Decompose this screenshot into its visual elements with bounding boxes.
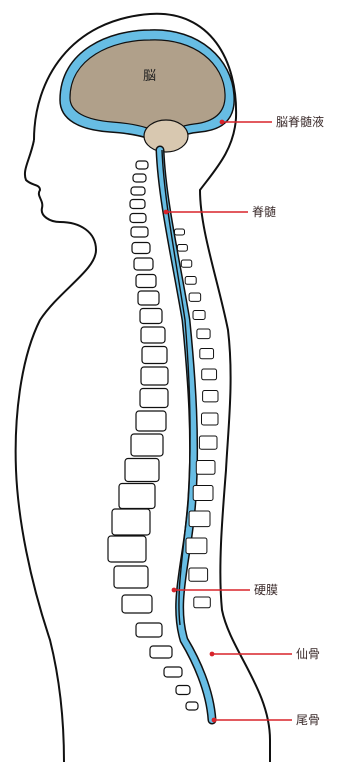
vertebra: [150, 646, 172, 658]
spinous-process: [200, 349, 214, 359]
vertebra: [130, 214, 146, 223]
dura-label: 硬膜: [254, 583, 278, 597]
vertebra: [114, 566, 148, 588]
vertebra: [141, 367, 168, 385]
vertebra: [140, 309, 162, 324]
vertebra: [133, 174, 146, 182]
brainstem: [144, 120, 188, 152]
vertebra: [125, 459, 159, 482]
spinous-process: [181, 260, 191, 267]
spinous-process: [203, 391, 218, 402]
vertebrae: [108, 161, 218, 710]
vertebra: [132, 243, 150, 254]
spinous-process: [199, 436, 217, 449]
vertebra: [136, 275, 156, 288]
vertebra: [136, 161, 148, 169]
vertebra: [136, 411, 166, 431]
spinous-process: [197, 329, 210, 339]
spinous-process: [202, 413, 219, 425]
vertebra: [136, 623, 162, 637]
brain-label: 脳: [143, 70, 156, 84]
sacrum-label: 仙骨: [296, 647, 320, 661]
vertebra: [176, 686, 190, 695]
spinous-process: [194, 597, 211, 608]
spinous-process: [193, 311, 205, 320]
spinous-process: [189, 568, 208, 581]
vertebra: [164, 667, 182, 677]
vertebra: [112, 509, 150, 535]
vertebra: [134, 258, 153, 270]
vertebra: [186, 702, 198, 710]
vertebra: [131, 434, 163, 456]
vertebra: [138, 291, 159, 305]
vertebra: [119, 484, 155, 509]
vertebra: [108, 536, 146, 562]
vertebra: [131, 187, 145, 195]
spinous-process: [189, 511, 210, 527]
vertebra: [141, 327, 165, 343]
vertebra: [131, 227, 148, 237]
spinous-process: [202, 369, 217, 380]
spinous-process: [177, 245, 187, 252]
spinous-process: [186, 538, 207, 554]
vertebra: [140, 389, 168, 408]
spinal-cord-label: 脊髄: [252, 205, 276, 219]
csf-label: 脳脊髄液: [276, 115, 324, 129]
spinous-process: [185, 277, 196, 285]
spinous-process: [189, 293, 201, 301]
vertebra: [130, 200, 145, 209]
vertebra: [142, 347, 167, 364]
vertebra: [122, 595, 152, 613]
spinous-process: [196, 461, 215, 475]
coccyx-label: 尾骨: [296, 713, 320, 727]
spinous-process: [193, 486, 213, 501]
spinous-process: [175, 229, 185, 235]
